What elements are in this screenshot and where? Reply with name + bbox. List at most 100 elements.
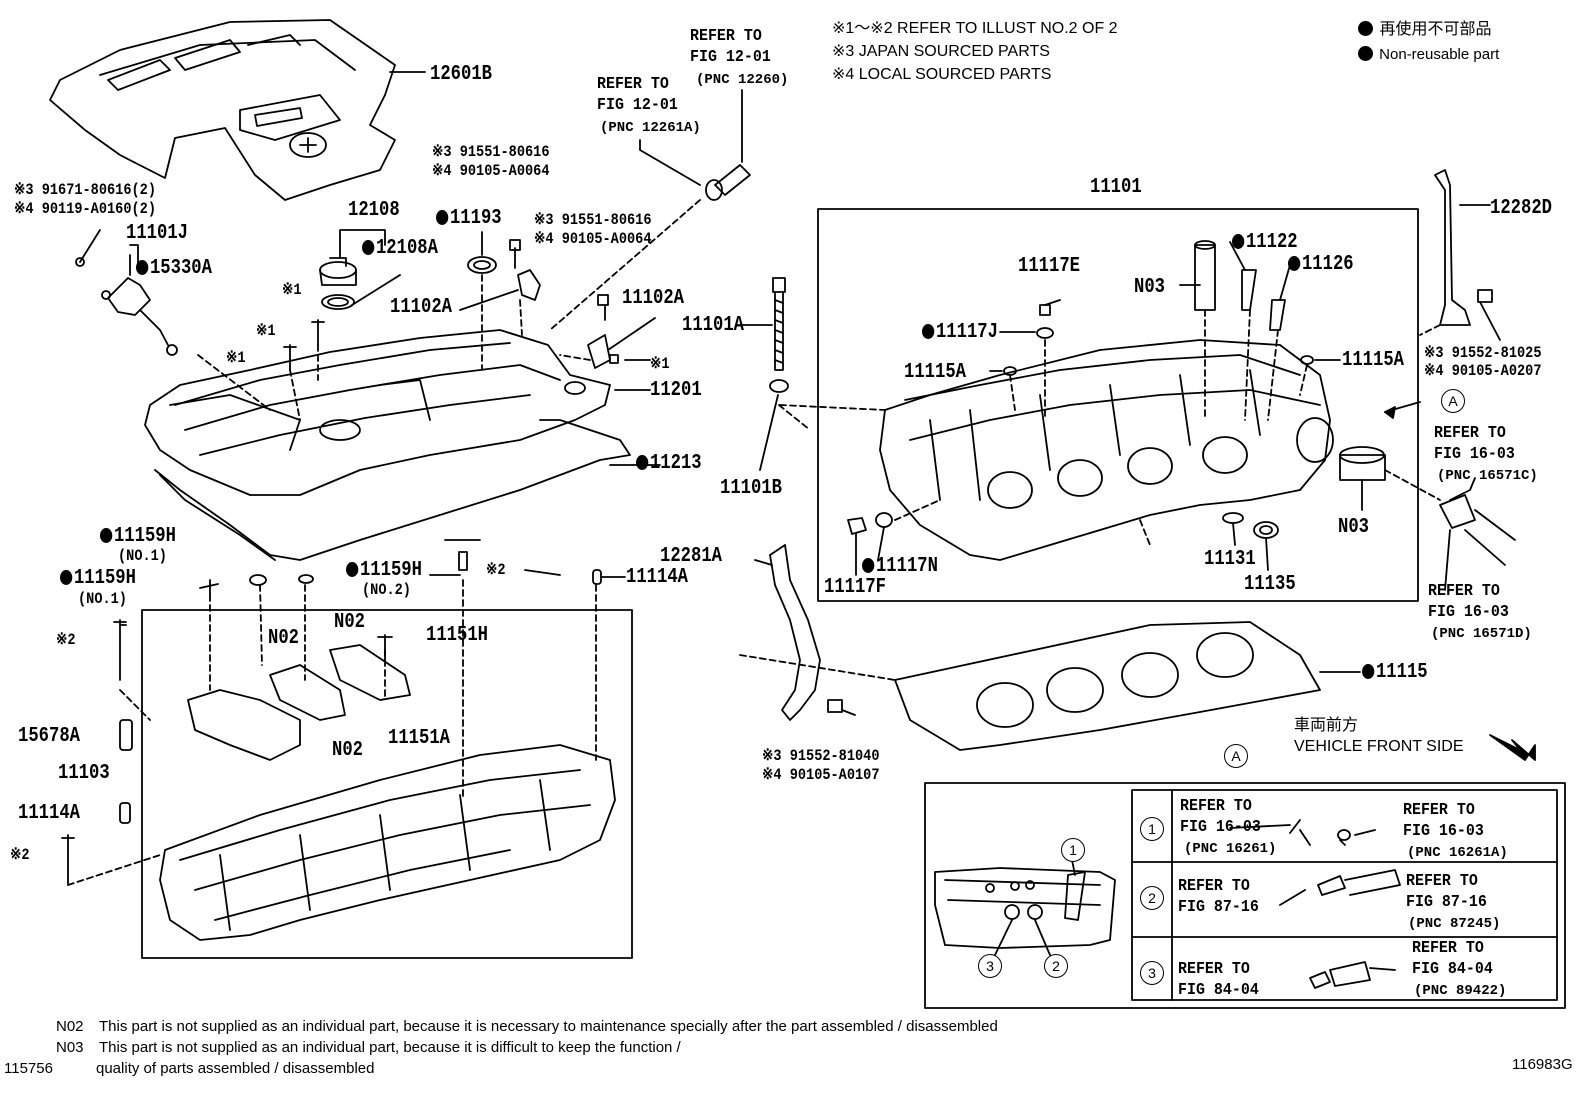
detail-row-2-left-ref[interactable]: REFER TO FIG 87-16 [1178,877,1259,917]
part-90105-a0064-b[interactable]: ※4 90105-A0064 [534,230,652,248]
vehicle-front-en: VEHICLE FRONT SIDE [1294,738,1464,755]
part-11115[interactable]: 11115 [1362,662,1428,683]
part-12108[interactable]: 12108 [348,199,400,222]
part-11114a-a[interactable]: 11114A [626,566,689,589]
part-11201[interactable]: 11201 [650,379,702,402]
note-illust: ※1～※2 REFER TO ILLUST NO.2 OF 2 [832,20,1118,37]
footer-code-right: 116983G [1512,1056,1573,1073]
front-arrow-icon [1489,734,1536,761]
oil-filler-cap-drawing [319,229,401,310]
refer-fig-12-01-b[interactable]: REFER TO FIG 12-01 [597,75,678,115]
detail-row-3-right-ref[interactable]: REFER TO FIG 84-04 [1412,939,1493,979]
part-90105-a0064-a[interactable]: ※4 90105-A0064 [432,162,550,180]
part-11101[interactable]: 11101 [1090,176,1142,199]
footer-n02-code: N02 [56,1018,84,1035]
part-11114a-b[interactable]: 11114A [18,802,81,825]
part-12601b[interactable]: 12601B [430,63,493,86]
part-n02-c[interactable]: N02 [332,739,364,762]
detail-a-box [924,782,1566,1009]
detail-row-3-left-ref[interactable]: REFER TO FIG 84-04 [1178,960,1259,1000]
part-11151a[interactable]: 11151A [388,727,451,750]
part-12108a[interactable]: 12108A [362,238,438,259]
detail-marker-a[interactable]: A [1441,389,1465,413]
detail-callout-3: 3 [978,954,1002,978]
part-11117n[interactable]: 11117N [862,556,938,577]
part-n02-a[interactable]: N02 [268,627,300,650]
part-90105-a0107[interactable]: ※4 90105-A0107 [762,766,880,784]
part-91552-81040[interactable]: ※3 91552-81040 [762,747,880,765]
part-11122[interactable]: 11122 [1232,232,1298,253]
part-11117e[interactable]: 11117E [1018,255,1081,278]
head-gasket-drawing [739,621,1361,751]
right-hose-drawing [1439,477,1516,591]
non-reusable-dot-icon [1232,234,1245,249]
part-11101j[interactable]: 11101J [126,222,189,245]
footer-n03-cont: quality of parts assembled / disassemble… [96,1060,375,1077]
non-reusable-dot-icon [60,570,73,585]
legend-jp: 再使用不可部品 [1358,21,1491,38]
refer-pnc-16571c: (PNC 16571C) [1437,468,1538,484]
part-11193[interactable]: 11193 [436,208,502,229]
footer-n02-text: This part is not supplied as an individu… [99,1018,998,1035]
part-15330a[interactable]: 15330A [136,258,212,279]
part-90119-a0160[interactable]: ※4 90119-A0160(2) [14,200,156,218]
part-11131[interactable]: 11131 [1204,548,1256,571]
part-11115a-b[interactable]: 11115A [1342,349,1405,372]
part-11102a-b[interactable]: 11102A [622,287,685,310]
note-local: ※4 LOCAL SOURCED PARTS [832,66,1052,83]
part-11151h[interactable]: 11151H [426,624,489,647]
detail-row-1-num: 1 [1140,817,1164,841]
note-mark-2-c: ※2 [10,846,30,864]
refer-fig-16-03-c[interactable]: REFER TO FIG 16-03 [1434,424,1515,464]
note-mark-2-b: ※2 [56,631,76,649]
part-91671-80616[interactable]: ※3 91671-80616(2) [14,181,156,199]
part-11126[interactable]: 11126 [1288,254,1354,275]
refer-fig-16-03-d[interactable]: REFER TO FIG 16-03 [1428,582,1509,622]
detail-row-2-right-pnc: (PNC 87245) [1408,916,1501,932]
detail-row-1-left-ref[interactable]: REFER TO FIG 16-03 [1180,797,1261,837]
non-reusable-dot-icon [1358,21,1373,36]
head-bolt-drawing [739,277,811,471]
part-11159h-b[interactable]: 11159H [60,568,136,589]
part-12281a[interactable]: 12281A [660,545,723,568]
part-11101a[interactable]: 11101A [682,314,745,337]
part-11117j[interactable]: 11117J [922,322,998,343]
bracket-12282d-drawing [1419,169,1501,341]
non-reusable-dot-icon [1358,46,1373,61]
footer-n03-text: This part is not supplied as an individu… [99,1039,681,1056]
part-91551-80616-b[interactable]: ※3 91551-80616 [534,211,652,229]
cylinder-head-drawing [779,240,1441,576]
note-mark-1-b: ※1 [256,322,276,340]
part-12282d[interactable]: 12282D [1490,197,1553,220]
part-11213[interactable]: 11213 [636,453,702,474]
part-90105-a0207[interactable]: ※4 90105-A0207 [1424,362,1542,380]
part-n03-b[interactable]: N03 [1338,516,1370,539]
footer-n03-code: N03 [56,1039,84,1056]
non-reusable-dot-icon [922,324,935,339]
part-11115a-a[interactable]: 11115A [904,361,967,384]
detail-row-3-right-pnc: (PNC 89422) [1414,983,1507,999]
detail-table-grid [1131,789,1558,1001]
non-reusable-dot-icon [346,562,359,577]
part-91552-81025[interactable]: ※3 91552-81025 [1424,344,1542,362]
part-n03-a[interactable]: N03 [1134,276,1166,299]
part-91551-80616-a[interactable]: ※3 91551-80616 [432,143,550,161]
part-11159h-a[interactable]: 11159H [100,526,176,547]
detail-row-1-right-ref[interactable]: REFER TO FIG 16-03 [1403,801,1484,841]
note-japan: ※3 JAPAN SOURCED PARTS [832,43,1050,60]
part-11159h-c[interactable]: 11159H [346,560,422,581]
refer-pnc-16571d: (PNC 16571D) [1431,626,1532,642]
cover-bolts-drawing [197,319,325,421]
detail-row-2-right-ref[interactable]: REFER TO FIG 87-16 [1406,872,1487,912]
part-11117f[interactable]: 11117F [824,576,887,599]
part-11135[interactable]: 11135 [1244,573,1296,596]
part-15678a[interactable]: 15678A [18,725,81,748]
detail-row-1-right-pnc: (PNC 16261A) [1407,845,1508,861]
part-n02-b[interactable]: N02 [334,611,366,634]
part-11101b[interactable]: 11101B [720,477,783,500]
part-11102a-a[interactable]: 11102A [390,296,453,319]
refer-fig-12-01-a[interactable]: REFER TO FIG 12-01 [690,27,771,67]
part-11103[interactable]: 11103 [58,762,110,785]
oil-control-valve-drawing [75,229,178,356]
